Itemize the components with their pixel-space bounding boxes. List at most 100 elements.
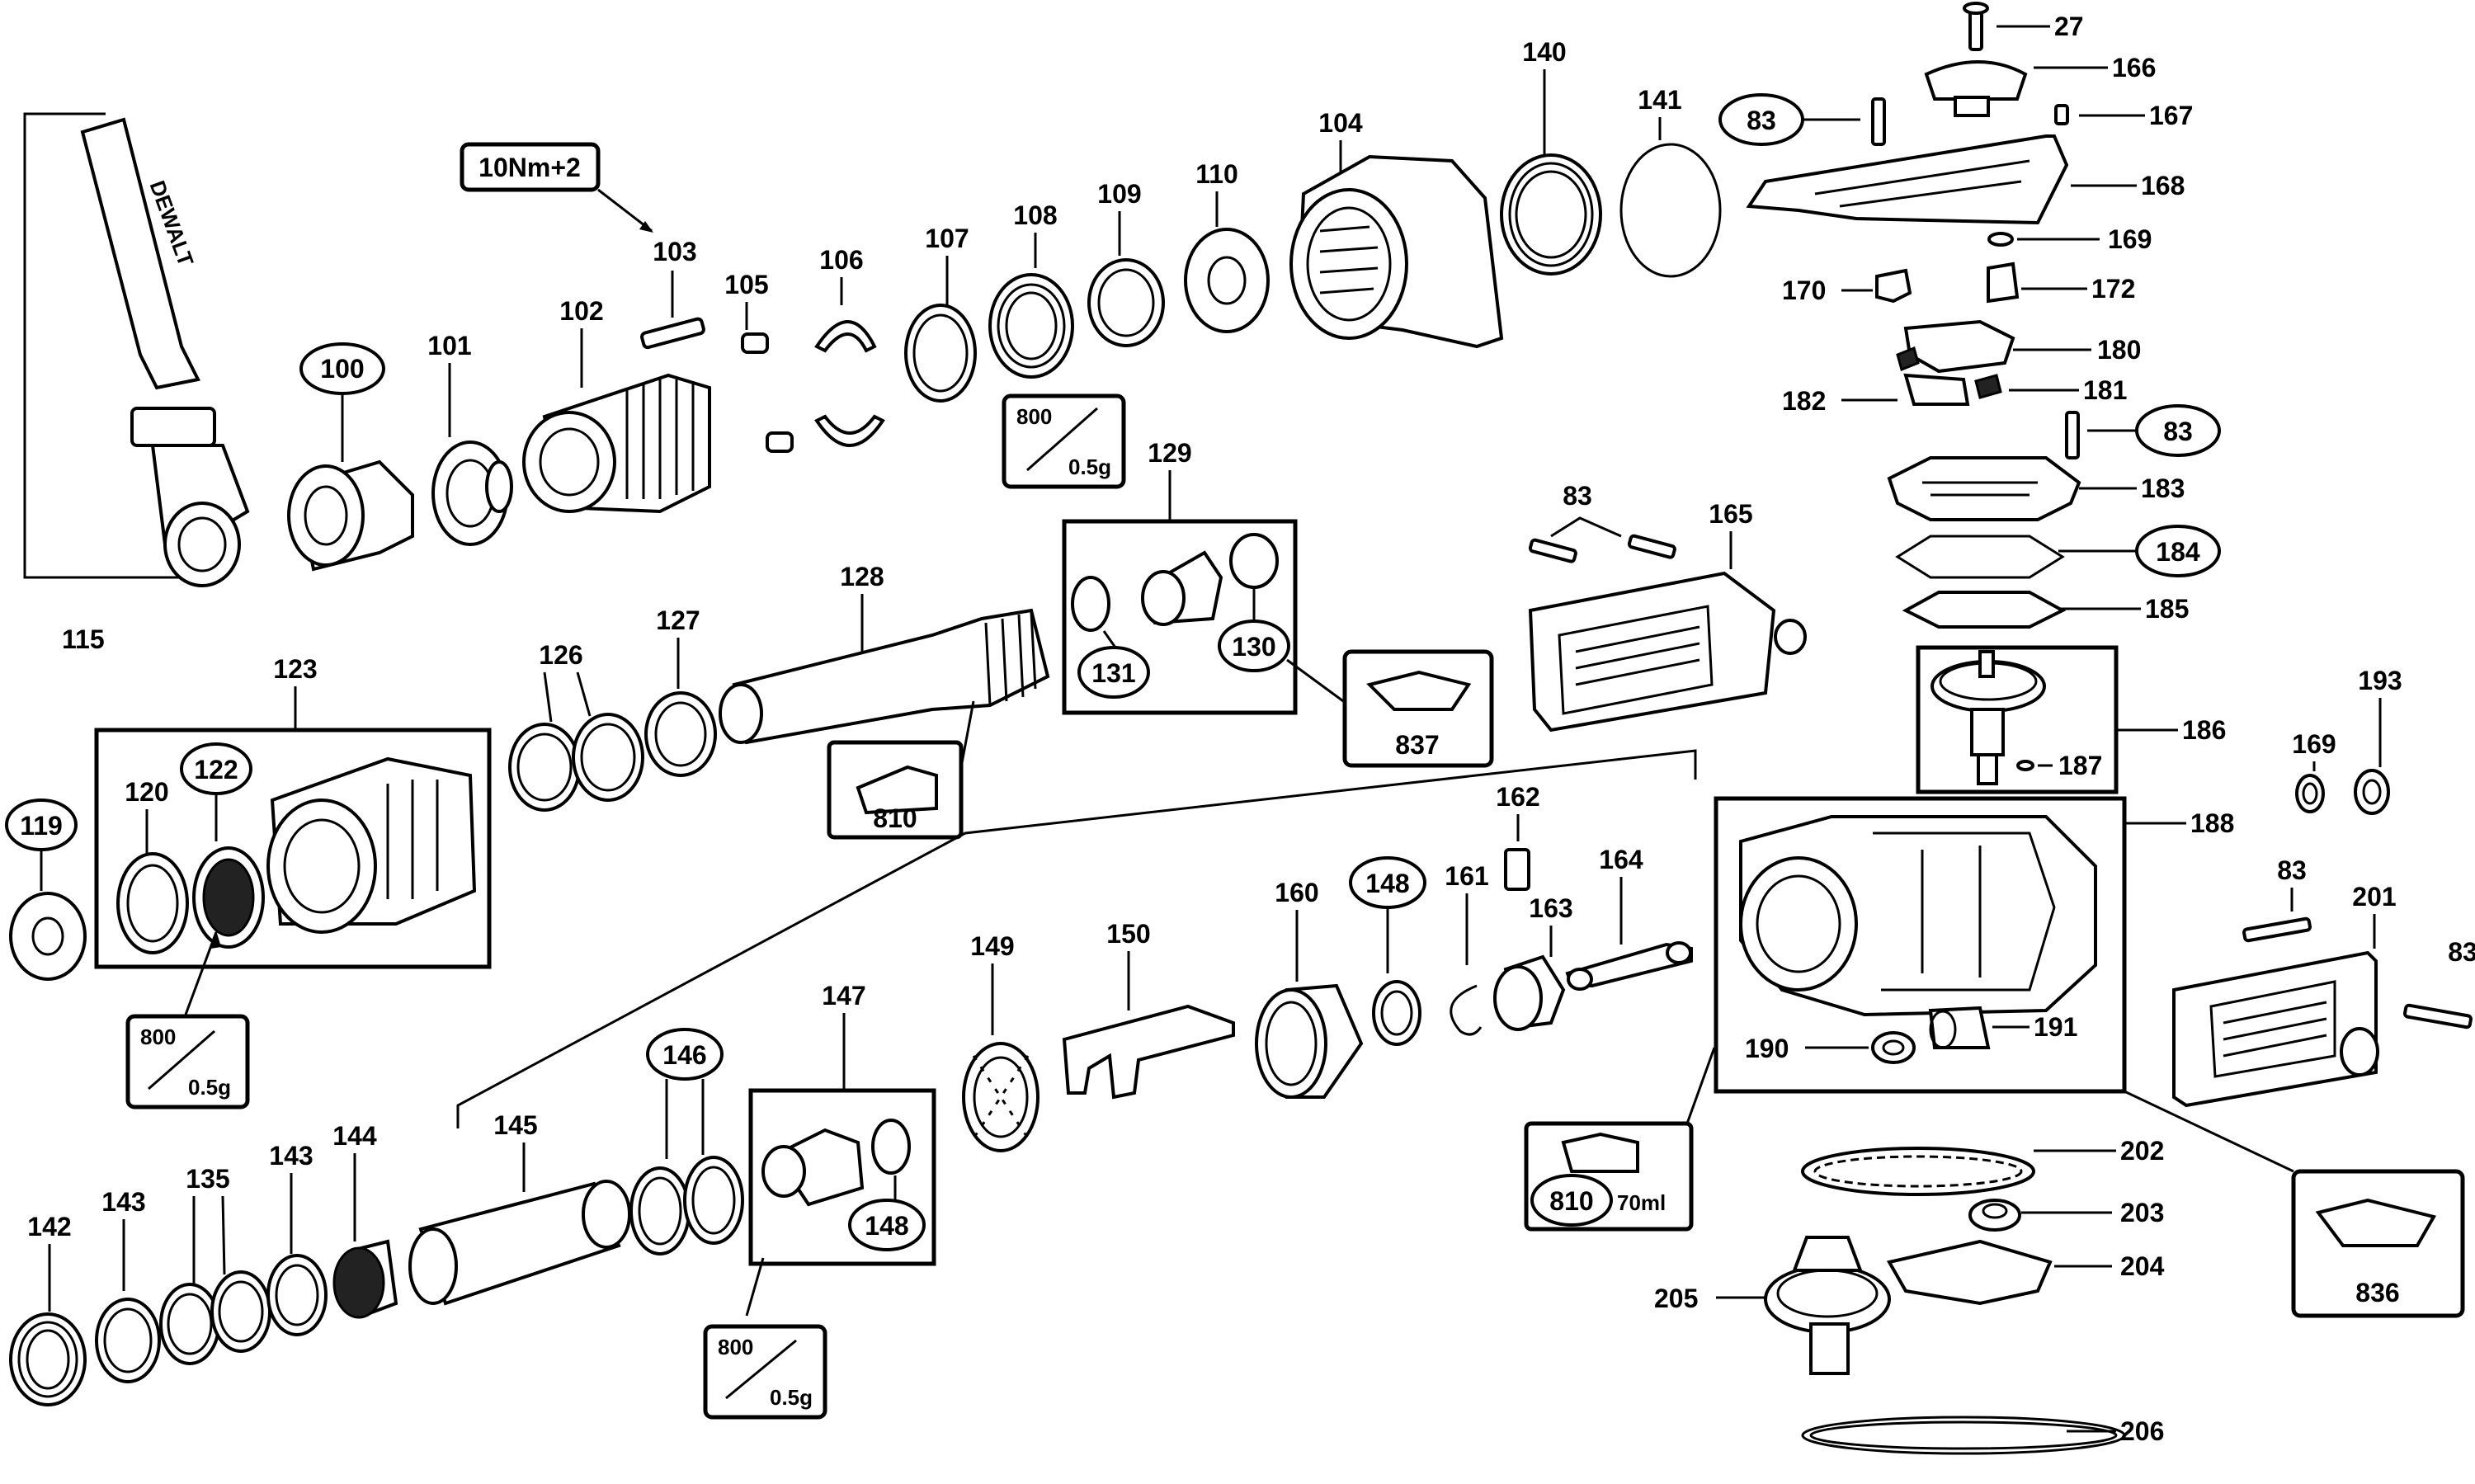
label-130: 130 bbox=[1232, 632, 1275, 662]
label-810-2-qty: 70ml bbox=[1617, 1190, 1666, 1215]
part-170: 170 bbox=[1782, 268, 1912, 305]
part-206: 206 bbox=[1801, 1416, 2164, 1455]
part-106: 106 bbox=[814, 245, 885, 447]
part-135: 135 bbox=[159, 1164, 271, 1365]
part-161: 161 bbox=[1445, 861, 1489, 1036]
part-163: 163 bbox=[1493, 893, 1573, 1031]
part-83-mid: 83 bbox=[2065, 404, 2221, 459]
part-193: 193 bbox=[2354, 666, 2402, 815]
label-129: 129 bbox=[1148, 438, 1191, 468]
label-101: 101 bbox=[427, 331, 471, 360]
part-108: 108 bbox=[988, 200, 1074, 379]
part-127: 127 bbox=[644, 605, 717, 777]
label-201: 201 bbox=[2352, 882, 2396, 912]
label-169-top: 169 bbox=[2108, 224, 2152, 254]
label-128: 128 bbox=[840, 562, 884, 591]
part-191: 191 bbox=[1928, 1006, 2077, 1049]
part-201: 201 bbox=[2172, 882, 2397, 1108]
part-149: 149 bbox=[962, 931, 1040, 1152]
grease-2-qty: 0.5g bbox=[1068, 455, 1111, 479]
grease-810-box-2: 810 70ml bbox=[1524, 1047, 1716, 1232]
part-83-far-right: 83 bbox=[2403, 937, 2475, 1029]
part-143-right: 143 bbox=[266, 1141, 328, 1336]
part-204: 204 bbox=[1886, 1239, 2165, 1306]
label-142: 142 bbox=[27, 1212, 71, 1241]
part-168: 168 bbox=[1746, 134, 2185, 225]
label-181: 181 bbox=[2083, 375, 2127, 405]
part-144: 144 bbox=[332, 1121, 398, 1319]
label-190: 190 bbox=[1745, 1034, 1789, 1063]
part-143-left: 143 bbox=[95, 1187, 161, 1383]
part-100: 100 bbox=[287, 342, 414, 572]
part-131: 131 bbox=[1071, 576, 1150, 699]
part-110: 110 bbox=[1184, 159, 1270, 333]
part-167: 167 bbox=[2054, 101, 2193, 130]
part-142: 142 bbox=[9, 1212, 87, 1406]
label-185: 185 bbox=[2145, 594, 2189, 624]
part-141: 141 bbox=[1619, 85, 1722, 278]
label-148-lower: 148 bbox=[865, 1211, 908, 1241]
part-140: 140 bbox=[1500, 37, 1602, 276]
label-147: 147 bbox=[822, 981, 865, 1011]
part-122: 122 bbox=[180, 742, 265, 949]
label-83-top: 83 bbox=[1747, 106, 1776, 135]
part-187: 187 bbox=[2016, 751, 2102, 780]
part-27: 27 bbox=[1963, 2, 2084, 51]
label-188: 188 bbox=[2190, 808, 2234, 838]
label-141: 141 bbox=[1638, 85, 1681, 115]
label-119: 119 bbox=[20, 811, 63, 841]
label-109: 109 bbox=[1097, 179, 1141, 209]
part-169-top: 169 bbox=[1987, 224, 2152, 254]
part-83-pair: 83 bbox=[1528, 481, 1676, 563]
label-150: 150 bbox=[1106, 919, 1150, 949]
label-161: 161 bbox=[1445, 861, 1488, 891]
grease-2-code: 800 bbox=[1016, 404, 1052, 429]
grease-callout-3: 800 0.5g bbox=[703, 1324, 827, 1420]
part-105: 105 bbox=[724, 270, 794, 453]
label-810-2: 810 bbox=[1549, 1186, 1593, 1216]
part-190: 190 bbox=[1745, 1031, 1916, 1064]
part-172: 172 bbox=[1987, 261, 2135, 304]
part-181: 181 bbox=[1974, 374, 2127, 405]
label-193: 193 bbox=[2358, 666, 2402, 695]
label-204: 204 bbox=[2120, 1251, 2165, 1281]
label-163: 163 bbox=[1529, 893, 1572, 923]
part-185: 185 bbox=[1902, 591, 2189, 629]
grease-callout-2: 800 0.5g bbox=[1002, 393, 1126, 489]
label-127: 127 bbox=[656, 605, 700, 635]
torque-label: 10Nm+2 bbox=[478, 153, 581, 182]
label-170: 170 bbox=[1782, 276, 1826, 305]
part-147: 147 bbox=[745, 981, 936, 1317]
guide-lines bbox=[456, 749, 1697, 1128]
label-810-1: 810 bbox=[873, 803, 917, 833]
label-180: 180 bbox=[2097, 335, 2141, 365]
label-191: 191 bbox=[2034, 1012, 2077, 1042]
part-203: 203 bbox=[1968, 1198, 2164, 1232]
part-150: 150 bbox=[1062, 919, 1235, 1100]
part-103: 103 bbox=[640, 237, 705, 350]
label-202: 202 bbox=[2120, 1136, 2164, 1166]
part-83-top: 83 bbox=[1718, 93, 1886, 146]
label-836: 836 bbox=[2355, 1278, 2399, 1307]
label-83-far-right: 83 bbox=[2448, 937, 2475, 967]
part-160: 160 bbox=[1255, 878, 1364, 1099]
label-103: 103 bbox=[653, 237, 696, 266]
label-104: 104 bbox=[1318, 108, 1363, 138]
part-166: 166 bbox=[1924, 53, 2156, 117]
side-handle-115: DEWALT 115 bbox=[23, 112, 250, 654]
label-148-upper: 148 bbox=[1365, 869, 1409, 898]
torque-callout: 10Nm+2 bbox=[460, 142, 653, 233]
part-205: 205 bbox=[1654, 1236, 1891, 1375]
part-104: 104 bbox=[1289, 108, 1504, 349]
part-164: 164 bbox=[1565, 845, 1693, 991]
grease-3-code: 800 bbox=[718, 1335, 753, 1359]
part-184: 184 bbox=[1895, 525, 2221, 579]
grease-1-qty: 0.5g bbox=[188, 1075, 231, 1100]
label-143-right: 143 bbox=[269, 1141, 313, 1171]
label-108: 108 bbox=[1013, 200, 1057, 230]
label-131: 131 bbox=[1091, 658, 1135, 688]
part-182: 182 bbox=[1782, 373, 1970, 416]
grease-1-code: 800 bbox=[140, 1025, 176, 1049]
label-107: 107 bbox=[925, 224, 969, 253]
